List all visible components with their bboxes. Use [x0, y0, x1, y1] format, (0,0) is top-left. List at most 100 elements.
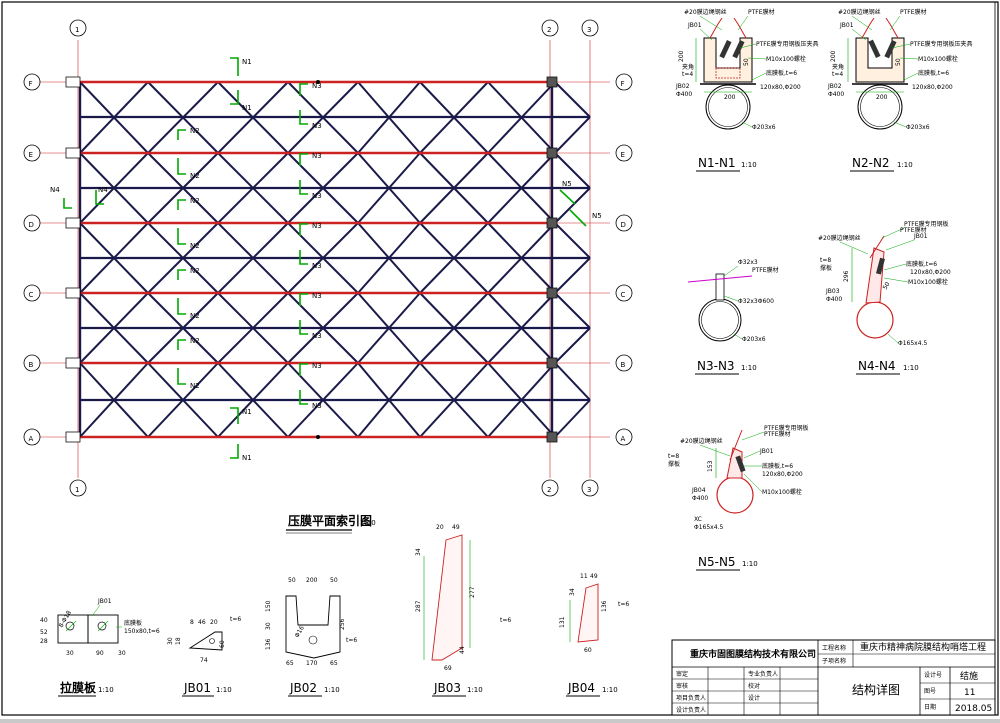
n3-leader-3: [733, 333, 743, 340]
n4-plate: [865, 247, 885, 304]
jb04-title: JB04: [567, 681, 595, 695]
jb02-label-10: t=6: [346, 637, 357, 644]
axis-bubble-right-E: [615, 144, 633, 162]
axis-label-right-E: E: [621, 151, 625, 159]
section-label-n2: N2: [190, 312, 200, 320]
edge-zigzag: [554, 362, 591, 401]
section-label-n4: N4: [98, 186, 108, 194]
axis-label-top-1: 1: [75, 26, 79, 34]
n1-hatch: [715, 67, 741, 79]
section-label-n3: N3: [312, 262, 322, 270]
tb-discipline: 结施: [960, 670, 978, 682]
section-label-n3: N3: [312, 332, 322, 340]
axis-bubble-left-D: [23, 214, 41, 232]
n2-label-4: M10x100螺栓: [918, 55, 958, 63]
n5-title: N5-N5: [698, 555, 736, 569]
section-marker-n2: [177, 199, 186, 210]
axis-bubble-top-2: [541, 19, 559, 37]
jb03-label-2: 34: [415, 548, 422, 556]
n4-title: N4-N4: [858, 359, 896, 373]
n2-pipe: [857, 84, 903, 130]
section-label-n2: N2: [190, 172, 200, 180]
section-label-n1: N1: [242, 58, 252, 66]
jb03-label-1: 49: [452, 524, 460, 531]
axis-bubble-left-C: [23, 284, 41, 302]
section-marker-n2: [177, 129, 186, 140]
n5-label-3: t=8: [668, 453, 679, 460]
jb03-label-5: 44: [459, 646, 466, 654]
jb04-label-0: 11: [580, 573, 588, 580]
chord-node: [316, 435, 320, 439]
edge-zigzag: [554, 152, 591, 189]
tb-right-row-0: 专业负责人: [748, 670, 778, 678]
n3-title: N3-N3: [697, 359, 735, 373]
n1-title: N1-N1: [698, 156, 736, 170]
n2-label-8: t=4: [832, 71, 843, 78]
n5-leader-5: [743, 450, 761, 459]
n4-label-3: JB01: [913, 233, 928, 240]
n1-label-3: PTFE膜专用钢板压夹具: [756, 40, 819, 48]
n1-label-14: 50: [743, 58, 750, 66]
n2-membrane-right: [885, 17, 899, 39]
axis-bubble-bottom-2: [541, 479, 559, 497]
n4-label-8: M10x100螺栓: [908, 278, 948, 286]
n1-bolt-right: [732, 39, 745, 59]
n4-pipe: [856, 301, 894, 339]
edge-zigzag: [554, 399, 591, 438]
n1-label-10: Φ400: [676, 91, 692, 98]
n1-membrane-left: [709, 17, 723, 39]
title-block: 重庆市固图膜结构技术有限公司 工程名称 重庆市精神病院膜结构哨塔工程 子项名称 …: [671, 639, 996, 716]
n2-leader-5: [903, 72, 919, 81]
n3-label-1: PTFE膜材: [752, 266, 779, 274]
section-label-n3: N3: [312, 292, 322, 300]
axis-bubble-left-F: [23, 73, 41, 91]
jb02-hole: [308, 635, 318, 645]
n4-leader-6: [883, 263, 907, 271]
axis-label-right-B: B: [621, 361, 626, 369]
n1-scale: 1:10: [741, 161, 757, 169]
tb-left-row-2: 项目负责人: [676, 694, 706, 702]
laban-label-4: 52: [40, 629, 48, 636]
edge-zigzag: [554, 327, 591, 364]
tb-right-row-1: 校对: [748, 682, 760, 690]
jb04-plate: [577, 583, 599, 643]
n1-label-5: 底膜板,t=6: [766, 69, 797, 77]
jb03-label-6: 69: [444, 665, 452, 672]
jb02-label-8: 170: [306, 660, 318, 667]
laban-hole-1: [65, 621, 75, 631]
jb02-scale: 1:10: [324, 686, 340, 694]
section-label-n1: N1: [242, 454, 252, 462]
axis-label-left-B: B: [29, 361, 34, 369]
section-marker-n2: [177, 158, 186, 175]
section-marker-n1: [230, 444, 239, 459]
n4-label-9: JB03: [825, 288, 840, 295]
section-label-n2: N2: [190, 337, 200, 345]
section-marker-n3: [299, 363, 308, 376]
n2-label-14: 50: [895, 58, 902, 66]
section-marker-n5: [559, 189, 576, 205]
n5-bolt: [735, 455, 746, 473]
n1-leader-1: [737, 15, 749, 31]
detail-n5: #20膜边绳钢丝PTFE膜专用钢板PTFE膜材t=8撑板JB01底膜板,t=61…: [668, 424, 809, 571]
n5-pipe: [716, 476, 754, 514]
n3-label-0: Φ32x3: [738, 259, 758, 266]
n2-leader-1: [889, 15, 901, 31]
axis-label-left-C: C: [29, 291, 34, 299]
n1-label-7: 夹角: [682, 63, 694, 71]
jb02-label-0: 50: [288, 577, 296, 584]
section-marker-n2: [177, 339, 186, 350]
n2-leader-0: [851, 15, 873, 31]
jb02-label-1: 200: [306, 577, 318, 584]
n2-leader-3: [891, 43, 911, 49]
n3-scale: 1:10: [741, 364, 757, 372]
n1-leader-3: [739, 43, 757, 49]
n5-label-13: 153: [707, 460, 714, 472]
section-marker-n3: [299, 180, 308, 195]
laban-label-8: 30: [118, 650, 126, 657]
section-label-n5: N5: [562, 180, 572, 188]
n1-label-8: t=4: [682, 71, 693, 78]
tb-sheet-no: 11: [964, 688, 975, 698]
axis-label-left-D: D: [29, 221, 34, 229]
jb02-label-11: Φ16: [294, 625, 306, 639]
